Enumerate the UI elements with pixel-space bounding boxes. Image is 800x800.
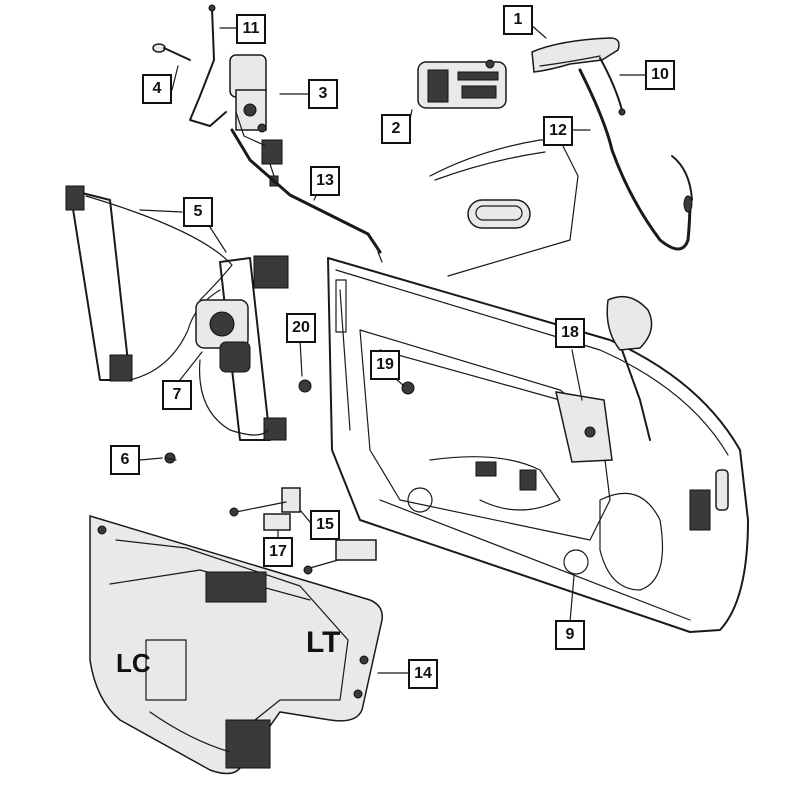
callout-2: 2 xyxy=(381,114,411,144)
panel-text-lc: LC xyxy=(116,648,151,678)
panel-text-lt: LT xyxy=(306,626,340,659)
callout-11: 11 xyxy=(236,14,266,44)
cable-13 xyxy=(230,128,383,263)
side-mirror xyxy=(606,295,653,441)
callout-20: 20 xyxy=(286,313,316,343)
cable-12 xyxy=(578,68,693,251)
callout-5: 5 xyxy=(183,197,213,227)
callout-10: 10 xyxy=(645,60,675,90)
cable-10 xyxy=(599,57,626,116)
callout-9: 9 xyxy=(555,620,585,650)
callout-14: 14 xyxy=(408,659,438,689)
door-inner-panel xyxy=(327,257,749,633)
rod-11 xyxy=(189,4,227,127)
callout-7: 7 xyxy=(162,380,192,410)
regulator-motor-7 xyxy=(195,299,269,436)
callout-4: 4 xyxy=(142,74,172,104)
callout-17: 17 xyxy=(263,537,293,567)
outer-door-skin xyxy=(429,139,579,277)
window-regulator-5 xyxy=(65,185,289,441)
callout-15: 15 xyxy=(310,510,340,540)
callout-12: 12 xyxy=(543,116,573,146)
callout-18: 18 xyxy=(555,318,585,348)
nut-6 xyxy=(164,452,177,464)
grommet-20 xyxy=(298,379,312,393)
callout-3: 3 xyxy=(308,79,338,109)
callout-19: 19 xyxy=(370,350,400,380)
bracket-15 xyxy=(229,487,301,517)
inside-handle-2 xyxy=(417,59,507,109)
bolt-4 xyxy=(152,43,191,61)
callout-1: 1 xyxy=(503,5,533,35)
hinge-bracket-17 xyxy=(263,513,377,575)
callout-6: 6 xyxy=(110,445,140,475)
door-latch-3 xyxy=(229,54,283,187)
module-18 xyxy=(555,391,613,463)
door-trim-panel-14: LC LT xyxy=(89,514,383,775)
outside-handle-1 xyxy=(531,37,620,73)
callout-13: 13 xyxy=(310,166,340,196)
